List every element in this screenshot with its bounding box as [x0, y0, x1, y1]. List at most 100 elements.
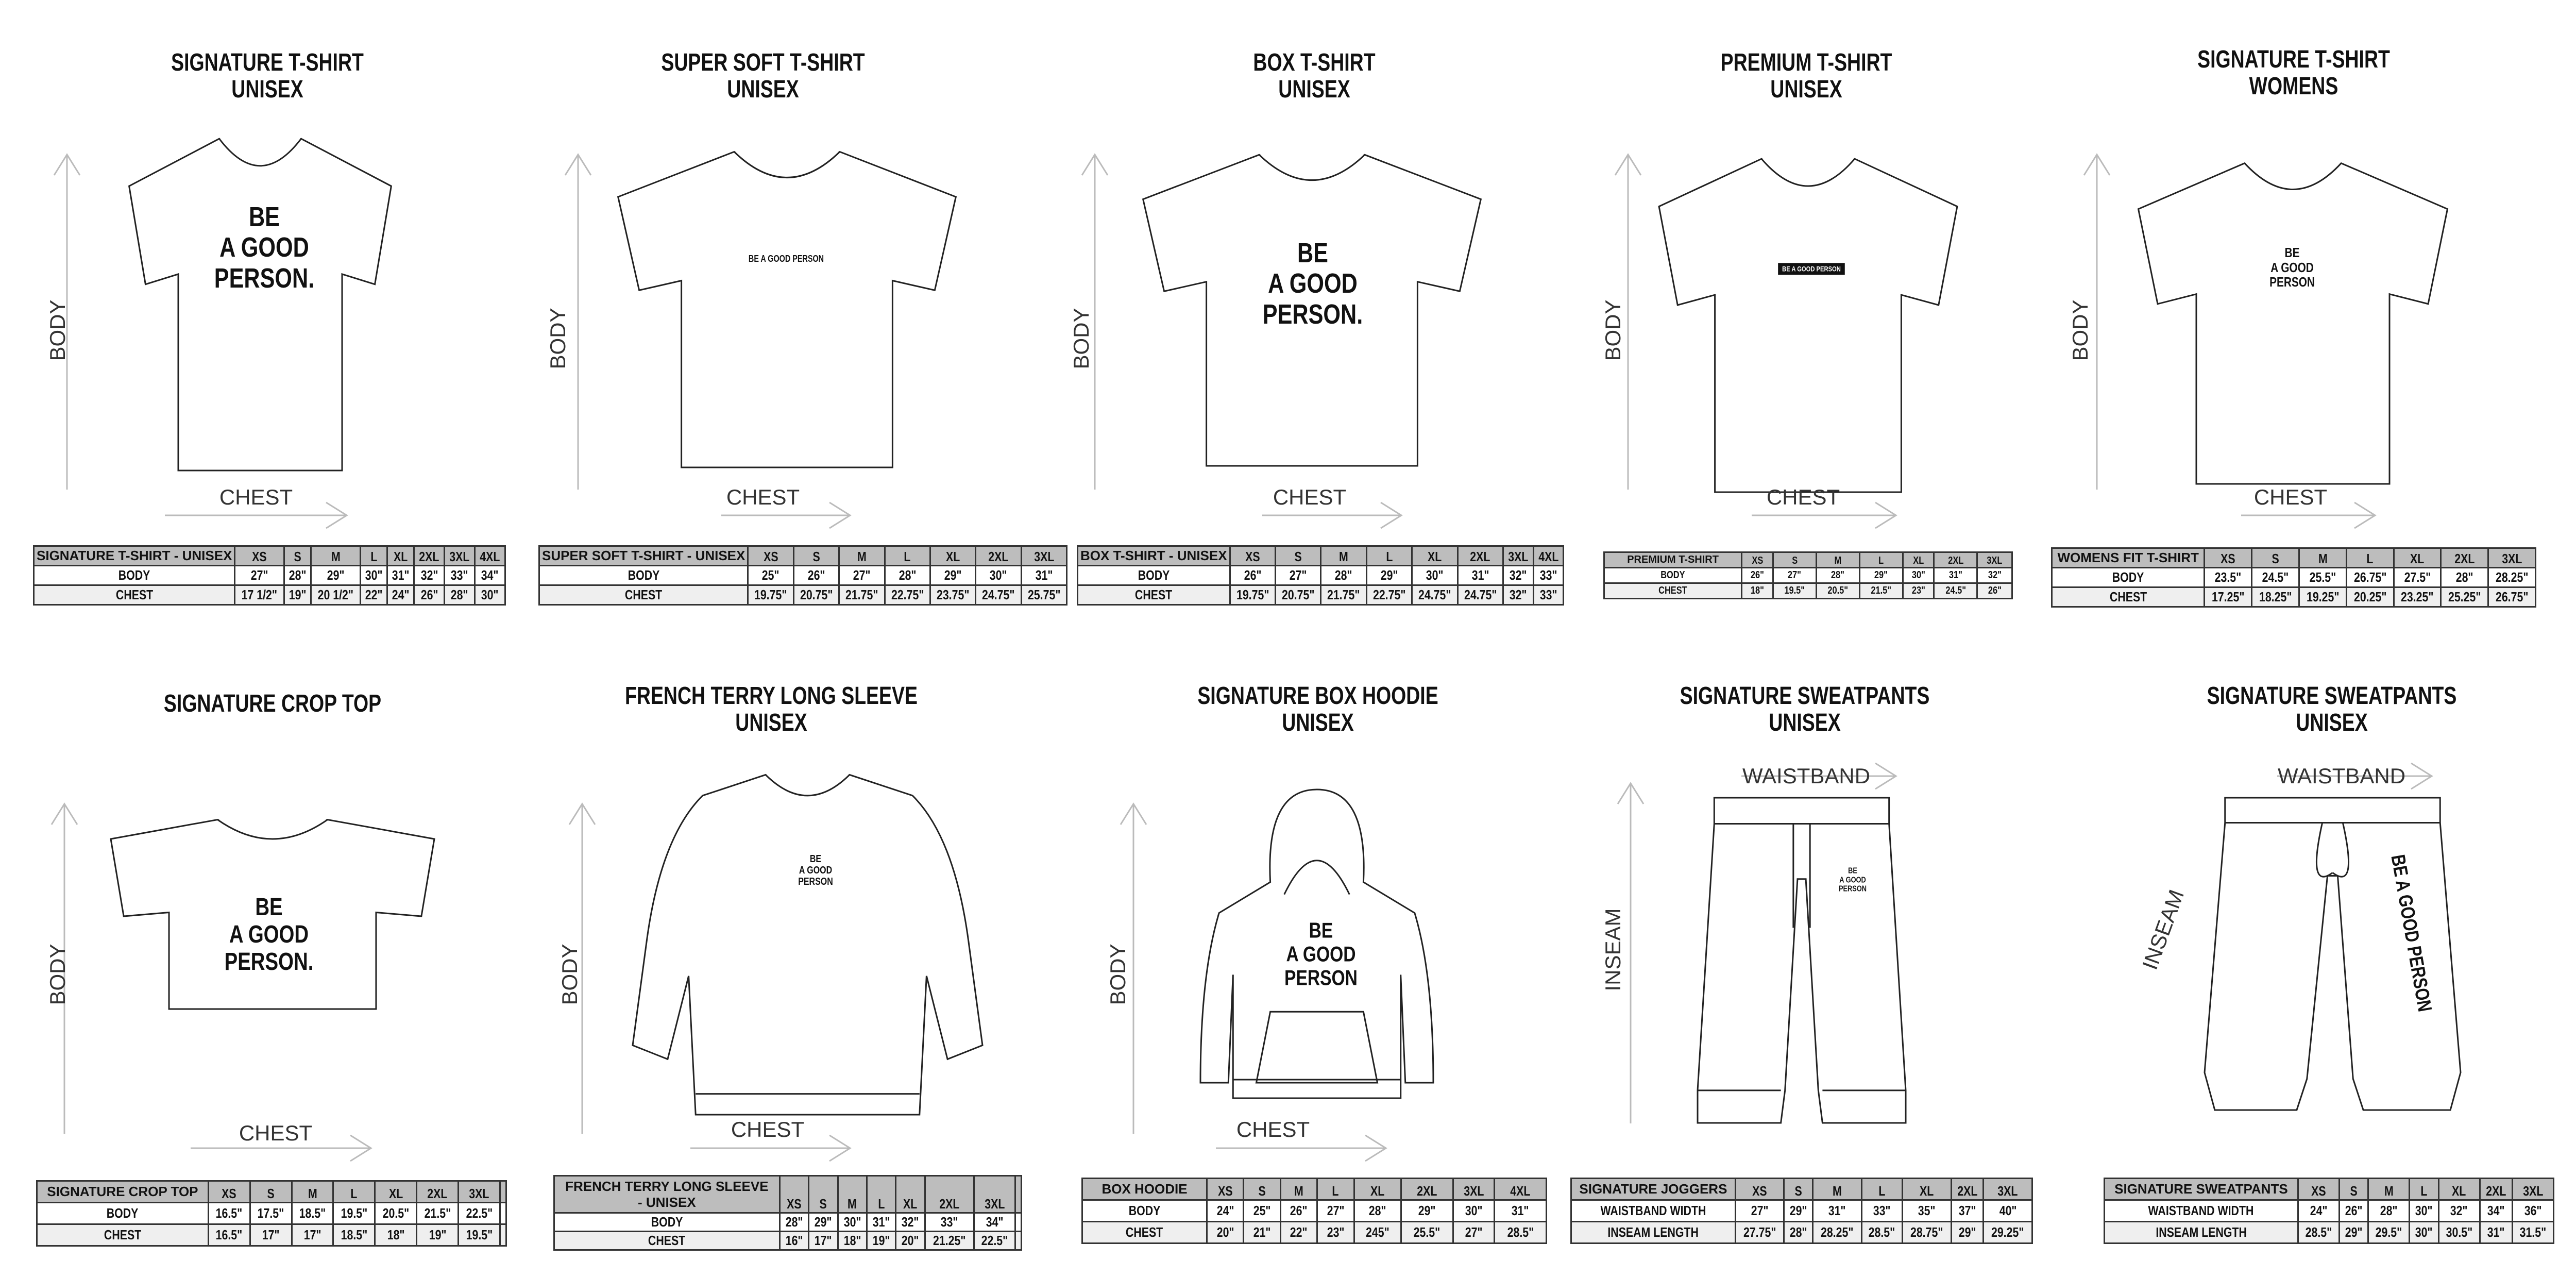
size-column-header: L [1316, 1178, 1355, 1201]
measurement-value: 29" [1365, 565, 1413, 586]
measurement-value [499, 1202, 507, 1225]
measurement-value: 27" [838, 565, 886, 586]
product-title-line: SIGNATURE SWEATPANTS [2207, 682, 2457, 710]
size-column-header: XL [1353, 1178, 1402, 1201]
measurement-value: 29.5" [2367, 1221, 2411, 1244]
size-column-header: M [2298, 547, 2347, 568]
measurement-value: 25.75" [1020, 584, 1068, 606]
measurement-value: 24.75" [975, 584, 1022, 606]
size-column-header: XL [929, 545, 977, 566]
print-line: PERSON. [224, 948, 314, 976]
measurement-value: 17 1/2" [234, 584, 285, 606]
measurement-value: 16.5" [207, 1223, 251, 1247]
measurement-value: 17" [808, 1231, 839, 1251]
measurement-value: 20.75" [792, 584, 840, 606]
measurement-value: 30" [473, 584, 506, 606]
measurement-value: 26.75" [2487, 586, 2536, 608]
measurement-label: BODY [553, 1212, 781, 1232]
measurement-value: 37" [1950, 1199, 1985, 1222]
size-column-header: 3XL [444, 545, 476, 566]
horizontal-measure-label: CHEST [2253, 485, 2328, 509]
print-line: PERSON [2269, 274, 2315, 290]
size-column-header: M [310, 545, 361, 566]
table-product-name: SIGNATURE SWEATPANTS [2104, 1178, 2299, 1201]
measurement-value: 31" [866, 1212, 897, 1232]
horizontal-measure-arrow [165, 501, 348, 529]
table-product-name-line: SIGNATURE SWEATPANTS [2114, 1181, 2288, 1197]
product-title-line: UNISEX [1282, 709, 1354, 736]
vertical-measure-label: BODY [2068, 299, 2092, 361]
measurement-value: 30" [837, 1212, 868, 1232]
measurement-value: 32" [413, 565, 446, 586]
joggers-illustration [1698, 798, 1906, 1123]
measurement-value: 32" [895, 1212, 926, 1232]
size-column-header: 3XL [1502, 545, 1534, 566]
horizontal-measure-arrow [1741, 762, 1897, 790]
measurement-value: 27" [1734, 1199, 1785, 1222]
measurement-value: 22.5" [457, 1202, 501, 1225]
size-column-header: S [2251, 547, 2300, 568]
measurement-value: 32" [1976, 567, 2013, 584]
size-column-header: XL [895, 1175, 926, 1214]
table-product-name-line: - UNISEX [638, 1194, 696, 1210]
size-column-header: XL [2437, 1178, 2481, 1201]
print-line: BE [1297, 237, 1328, 268]
print-line: PERSON. [214, 262, 315, 294]
measurement-label: BODY [1603, 567, 1743, 584]
print-line: BE [248, 201, 280, 232]
size-column-header: 2XL [924, 1175, 975, 1214]
measurement-value: 19.75" [747, 584, 794, 606]
size-column-header: 2XL [416, 1180, 460, 1203]
size-column-header [1014, 1175, 1022, 1214]
measurement-value: 24.75" [1456, 584, 1504, 606]
measurement-value: 27" [234, 565, 285, 586]
table-product-name-line: SIGNATURE T-SHIRT - UNISEX [37, 548, 232, 563]
measurement-value: 26" [2338, 1199, 2369, 1222]
measurement-value: 31" [386, 565, 415, 586]
measurement-value: 20.5" [1815, 582, 1860, 599]
measurement-value: 245" [1353, 1221, 1402, 1244]
size-column-header: 3XL [457, 1180, 501, 1203]
measurement-value: 25.5" [1400, 1221, 1454, 1244]
measurement-label: WAISTBAND WIDTH [1570, 1199, 1736, 1222]
size-column-header: M [837, 1175, 868, 1214]
size-column-header: 3XL [1020, 545, 1068, 566]
measurement-label: CHEST [1603, 582, 1743, 599]
vertical-measure-arrow [1081, 153, 1109, 490]
measurement-value: 31" [1493, 1199, 1548, 1222]
measurement-label: CHEST [553, 1231, 781, 1251]
size-column-header: S [808, 1175, 839, 1214]
size-column-header: XS [747, 545, 794, 566]
horizontal-measure-arrow [2277, 762, 2433, 790]
product-title-line: PREMIUM T-SHIRT [1720, 49, 1892, 76]
table-product-name-line: SIGNATURE JOGGERS [1579, 1181, 1727, 1197]
vertical-measure-label: BODY [1069, 308, 1093, 369]
print-line: A GOOD [1839, 876, 1866, 885]
size-column-header: 4XL [1493, 1178, 1548, 1201]
measurement-value: 21.75" [838, 584, 886, 606]
size-column-header: XS [2204, 547, 2253, 568]
print-line: PERSON [1838, 884, 1867, 894]
size-column-header: L [1365, 545, 1413, 566]
measurement-value: 28" [778, 1212, 810, 1232]
tshirt-illustration [618, 152, 956, 468]
print-line: A GOOD [1268, 268, 1358, 299]
measurement-label: BODY [1081, 1199, 1208, 1222]
measurement-value: 27" [1772, 567, 1817, 584]
measurement-value: 29" [1950, 1221, 1985, 1244]
measurement-value: 28" [1783, 1221, 1814, 1244]
measurement-value: 30" [1411, 565, 1459, 586]
